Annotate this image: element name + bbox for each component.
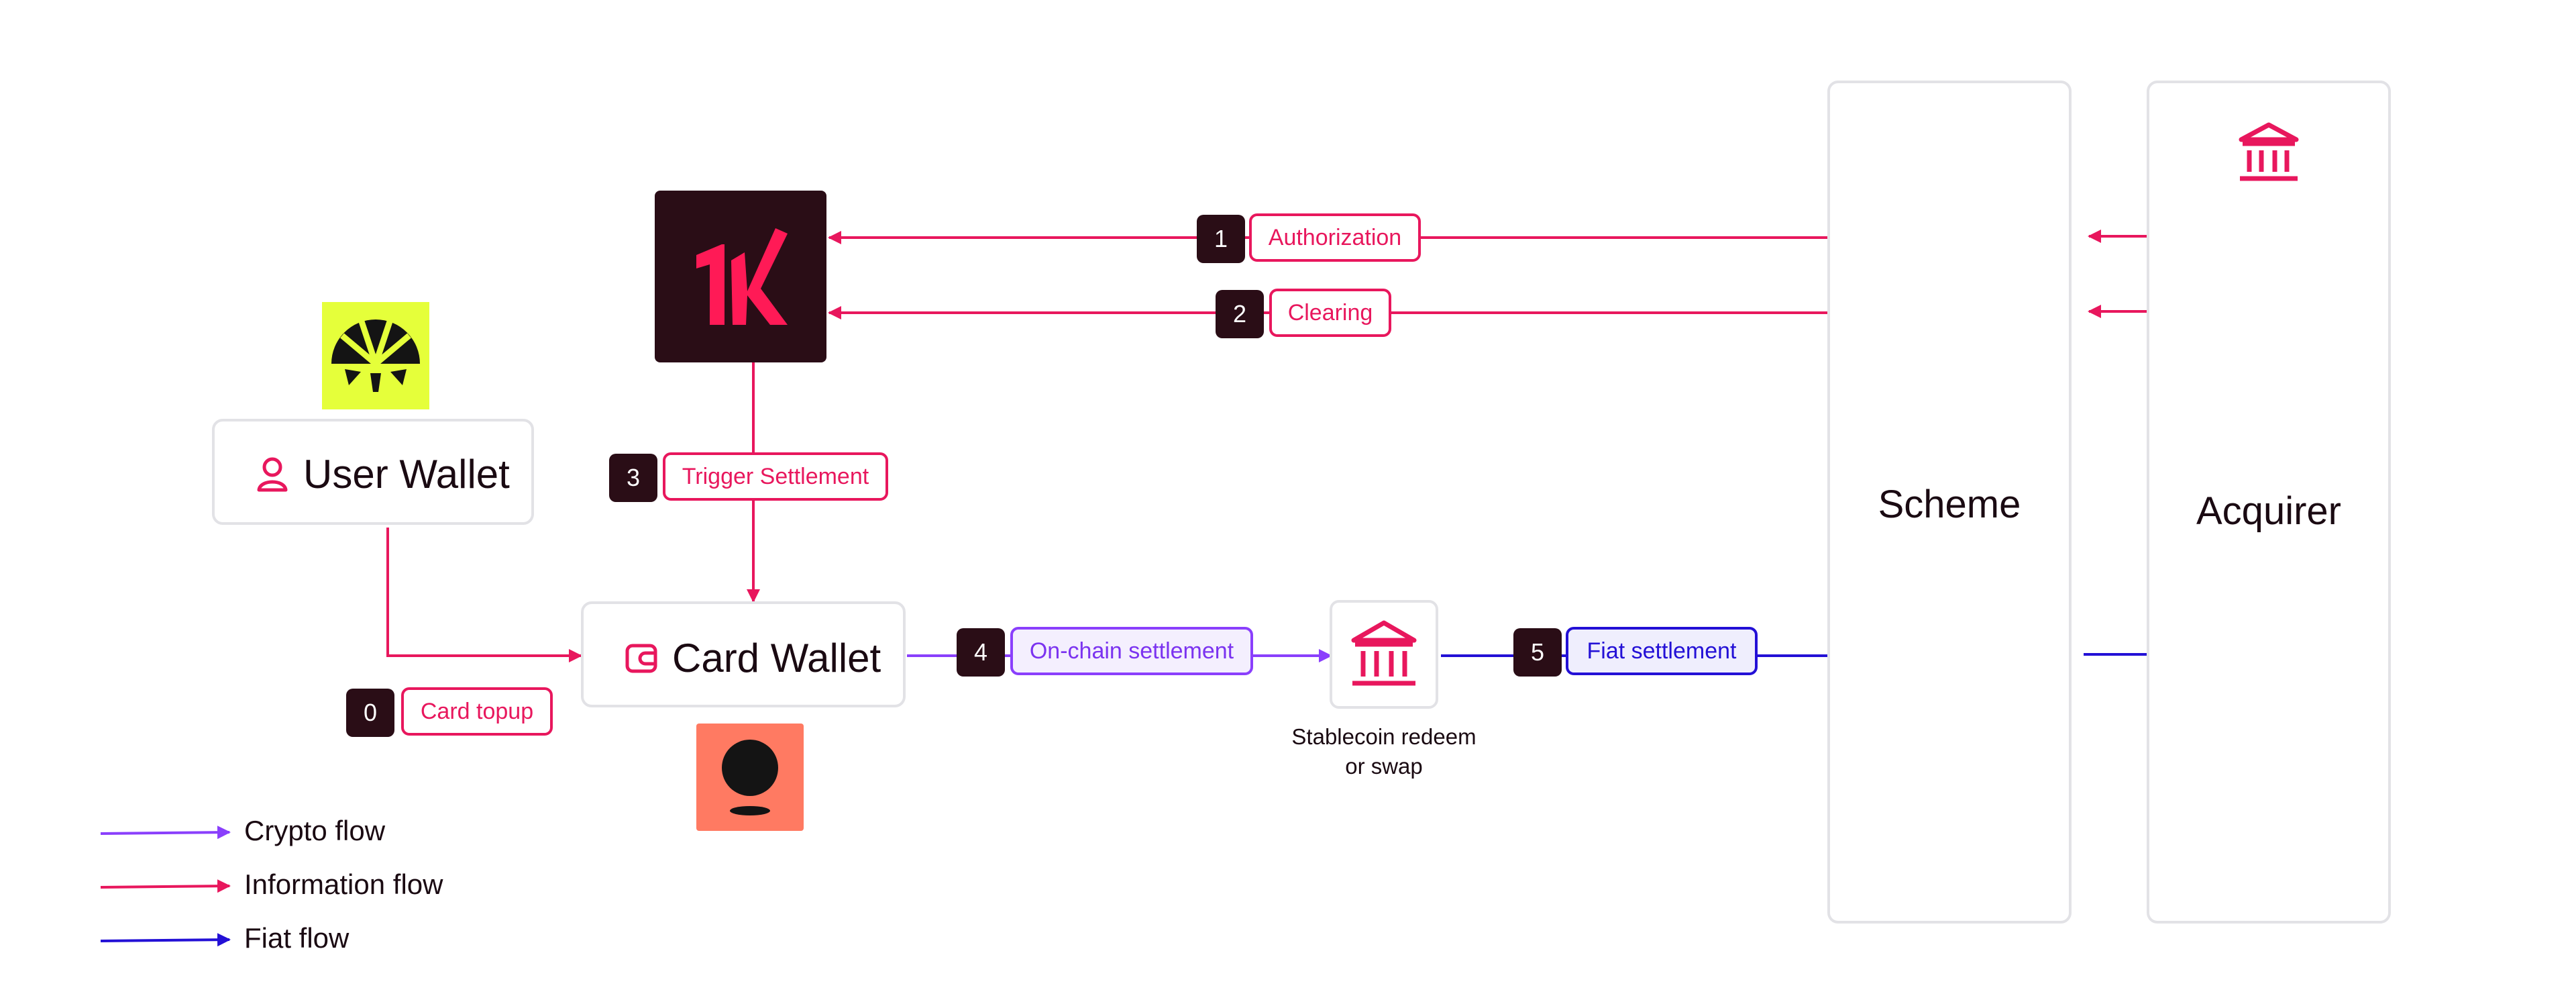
step-0-number: 0 bbox=[346, 689, 394, 737]
ball-logo-tile bbox=[696, 724, 804, 831]
ball-logo-icon bbox=[722, 740, 778, 815]
acquirer-bank-icon bbox=[2239, 122, 2299, 181]
fan-logo-icon bbox=[331, 318, 420, 392]
step-3-number: 3 bbox=[609, 454, 657, 502]
step-2-number: 2 bbox=[1216, 290, 1264, 338]
step-5-number: 5 bbox=[1513, 628, 1562, 677]
step-4-number: 4 bbox=[957, 628, 1005, 677]
step-0-label: Card topup bbox=[401, 687, 553, 736]
step-5-label: Fiat settlement bbox=[1566, 627, 1758, 675]
legend-crypto-label: Crypto flow bbox=[244, 815, 386, 846]
legend-fiat-arrow bbox=[100, 933, 231, 947]
step-2-label: Clearing bbox=[1269, 289, 1391, 337]
bank-caption: Stablecoin redeem or swap bbox=[1261, 722, 1507, 781]
step-1-number: 1 bbox=[1197, 215, 1245, 263]
bank-icon bbox=[1351, 620, 1417, 686]
kulipa-logo-icon bbox=[696, 228, 788, 325]
card-wallet-node: Card Wallet bbox=[581, 601, 906, 707]
legend-fiat-label: Fiat flow bbox=[244, 922, 350, 954]
scheme-label: Scheme bbox=[1878, 483, 2021, 526]
user-wallet-node: User Wallet bbox=[212, 419, 534, 525]
bank-node bbox=[1330, 600, 1438, 709]
legend-crypto-arrow bbox=[100, 826, 231, 840]
acquirer-label: Acquirer bbox=[2196, 489, 2341, 533]
scheme-node: Scheme bbox=[1827, 81, 2072, 924]
legend-information-arrow bbox=[100, 879, 231, 893]
step-1-label: Authorization bbox=[1249, 213, 1421, 262]
wallet-icon bbox=[625, 644, 657, 673]
step-3-label: Trigger Settlement bbox=[663, 452, 888, 501]
acquirer-node: Acquirer bbox=[2147, 81, 2391, 924]
card-wallet-label: Card Wallet bbox=[672, 636, 881, 681]
step-4-label: On-chain settlement bbox=[1010, 627, 1253, 675]
kulipa-logo-tile bbox=[655, 191, 826, 362]
card-topup-arrow bbox=[386, 528, 582, 662]
fan-logo-tile bbox=[322, 302, 429, 409]
legend-information-label: Information flow bbox=[244, 868, 443, 900]
user-icon bbox=[257, 457, 288, 491]
bank-caption-line1: Stablecoin redeem bbox=[1291, 724, 1477, 749]
user-wallet-label: User Wallet bbox=[303, 452, 510, 497]
bank-caption-line2: or swap bbox=[1345, 754, 1423, 779]
